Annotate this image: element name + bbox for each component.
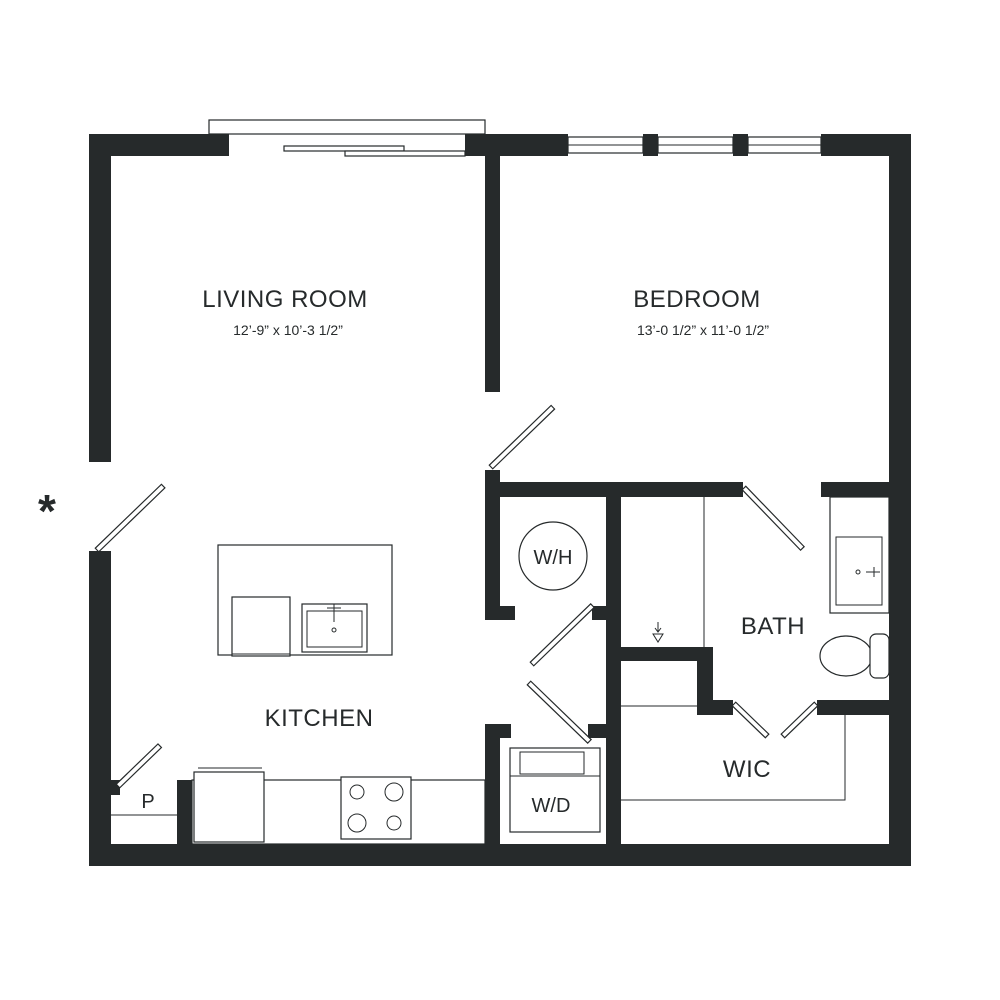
- burner-icon: [349, 784, 365, 800]
- washer-dryer-lid: [519, 751, 585, 775]
- sink-drain: [331, 627, 337, 633]
- wall-living-bedroom: [485, 134, 500, 392]
- wall-north-pier-1: [643, 134, 658, 156]
- wh-closet-door: [529, 603, 596, 667]
- wd-closet-door: [526, 680, 593, 744]
- burner-icon: [386, 815, 402, 831]
- wic-rod: [621, 715, 846, 801]
- wall-bedroom-south-right: [821, 482, 911, 497]
- toilet-bowl: [819, 635, 873, 677]
- wall-closet-divider: [606, 482, 621, 866]
- wall-bath-south-1: [606, 647, 713, 661]
- bedroom-dims: 13’-0 1/2” x 11’-0 1/2”: [637, 322, 769, 338]
- washer-dryer-label: W/D: [532, 795, 571, 817]
- living-room-label: LIVING ROOM: [202, 286, 368, 313]
- utility-fixtures: [509, 521, 601, 833]
- wall-north-left: [89, 134, 229, 156]
- kitchen-fixtures: [111, 544, 486, 845]
- bedroom-door: [488, 404, 556, 470]
- wic-label: WIC: [723, 756, 771, 783]
- pantry-label: P: [141, 791, 154, 813]
- bath-door: [741, 485, 805, 552]
- entry-marker: *: [38, 485, 56, 537]
- wall-core-west: [485, 470, 500, 620]
- vanity: [829, 496, 890, 614]
- wall-core-west-lower: [485, 724, 500, 866]
- water-heater-label: W/H: [534, 547, 573, 569]
- sliding-door-panel-1: [283, 145, 405, 152]
- sink-faucet-icon: [327, 604, 341, 622]
- wall-north-right: [821, 134, 911, 156]
- wic-door-left: [731, 701, 770, 739]
- wall-core-west-lower-stub: [485, 724, 511, 738]
- wall-bath-south-2: [697, 700, 733, 715]
- dishwasher: [231, 596, 291, 657]
- wall-west-lower: [89, 551, 111, 866]
- refrigerator: [193, 771, 265, 843]
- sliding-door-frame: [208, 119, 486, 135]
- burner-icon: [384, 782, 404, 802]
- living-room-dims: 12’-9” x 10’-3 1/2”: [233, 322, 343, 338]
- bath-label: BATH: [741, 613, 805, 640]
- wall-west-upper: [89, 134, 111, 462]
- windows: [208, 119, 822, 157]
- shower-drain-icon: [652, 622, 664, 643]
- burner-icon: [347, 813, 367, 833]
- sliding-door-panel-2: [344, 150, 466, 157]
- doors: [94, 404, 819, 789]
- wall-east: [889, 134, 911, 866]
- vanity-sink: [835, 536, 883, 606]
- wall-closet-stub-1: [592, 606, 621, 620]
- wall-closet-stub-2: [588, 724, 621, 738]
- water-heater: [518, 521, 588, 591]
- vanity-faucet-icon: [866, 567, 880, 577]
- range: [340, 776, 412, 840]
- wall-core-west-stub: [485, 606, 515, 620]
- wall-pantry-right: [177, 780, 192, 866]
- wall-bath-south-3: [817, 700, 911, 715]
- bath-fixtures: [621, 496, 890, 801]
- washer-dryer: [509, 747, 601, 833]
- bedroom-label: BEDROOM: [633, 286, 761, 313]
- toilet-tank: [869, 633, 890, 679]
- wall-north-pier-2: [733, 134, 748, 156]
- pantry-door: [115, 743, 163, 789]
- entry-door: [94, 483, 166, 553]
- interior-walls: [108, 134, 911, 866]
- wall-north-mid: [465, 134, 568, 156]
- wic-door-right: [780, 701, 819, 739]
- wall-bath-step: [697, 647, 713, 715]
- labels: LIVING ROOM 12’-9” x 10’-3 1/2” BEDROOM …: [38, 286, 805, 817]
- kitchen-label: KITCHEN: [265, 705, 374, 732]
- vanity-drain: [855, 569, 861, 575]
